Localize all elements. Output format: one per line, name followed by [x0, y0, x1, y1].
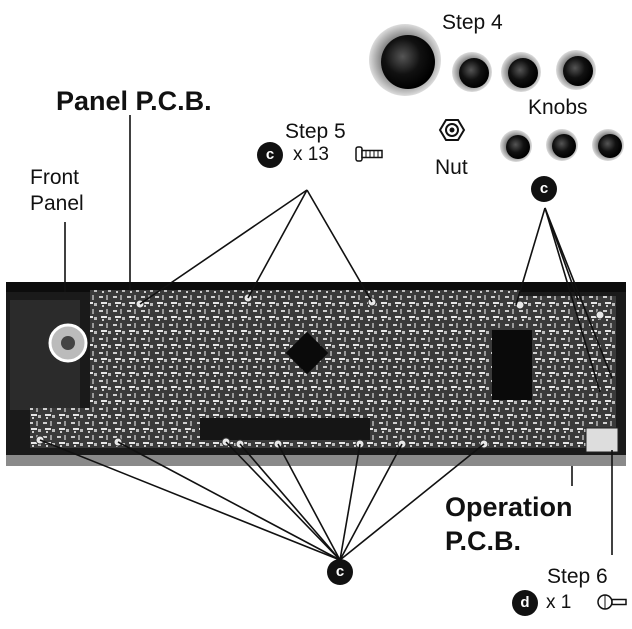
knob-icon [500, 130, 532, 162]
step-5-label: Step 5 [285, 120, 346, 143]
knob-icon [501, 52, 541, 92]
knob-icon [592, 129, 624, 161]
knobs-label: Knobs [528, 96, 588, 119]
screw-icon [597, 594, 627, 610]
knob-icon [546, 129, 578, 161]
leader-lines [39, 115, 613, 561]
knob-icon [452, 52, 492, 92]
screw-c-badge-step5: c [257, 142, 283, 168]
nut-label: Nut [435, 156, 468, 179]
screw-d-badge-step6: d [512, 590, 538, 616]
step-6-screw-count: x 1 [546, 592, 572, 613]
front-panel-label-line1: Front [30, 166, 80, 189]
main-chip [285, 331, 329, 375]
panel-pcb-label: Panel P.C.B. [56, 86, 212, 116]
operation-pcb-board [492, 296, 619, 453]
knob-icon [556, 50, 596, 90]
screw-icon [355, 146, 383, 162]
step-4-label: Step 4 [442, 11, 503, 34]
screw-c-badge-bottom: c [327, 559, 353, 585]
hex-nut-icon [438, 119, 466, 141]
panel-pcb-board [30, 290, 520, 448]
step-5-screw-count: x 13 [293, 144, 329, 165]
front-panel-label-line2: Panel [30, 192, 84, 215]
operation-pcb-label-line1: Operation [445, 492, 573, 522]
step-6-label: Step 6 [547, 565, 608, 588]
screw-c-badge-operation: c [531, 176, 557, 202]
knob-icon [369, 24, 441, 96]
operation-pcb-label-line2: P.C.B. [445, 526, 522, 556]
